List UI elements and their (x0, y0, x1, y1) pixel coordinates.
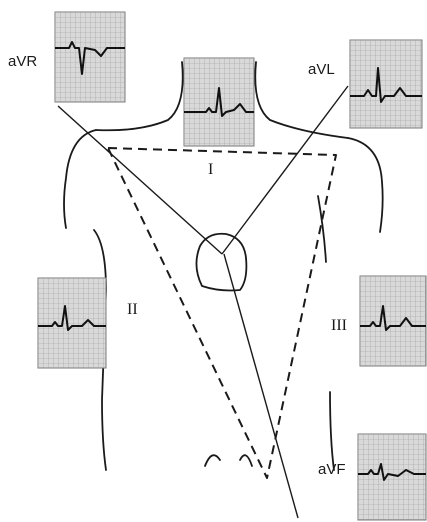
right-flank-lower (330, 392, 334, 470)
heart-outline (196, 234, 246, 291)
left-leg (205, 455, 220, 466)
right-leg (240, 455, 252, 466)
left-shoulder-arm (64, 130, 96, 228)
ecg-strip-lead-iii (360, 276, 426, 366)
label-lead-ii: II (127, 301, 138, 318)
avf-vector-line (224, 254, 298, 518)
ecg-strip-lead-chest (184, 58, 254, 146)
einthoven-triangle (108, 148, 336, 478)
label-avr: aVR (8, 53, 37, 70)
ecg-strip-avr (55, 12, 125, 102)
label-lead-iii: III (331, 317, 347, 334)
label-avf: aVF (318, 461, 346, 478)
label-lead-i: I (208, 161, 213, 178)
label-avl: aVL (308, 61, 335, 78)
ecg-strip-avl (350, 40, 422, 128)
ecg-strip-avf (358, 434, 426, 520)
ecg-strip-lead-ii (38, 278, 106, 368)
right-shoulder-arm (348, 138, 383, 232)
